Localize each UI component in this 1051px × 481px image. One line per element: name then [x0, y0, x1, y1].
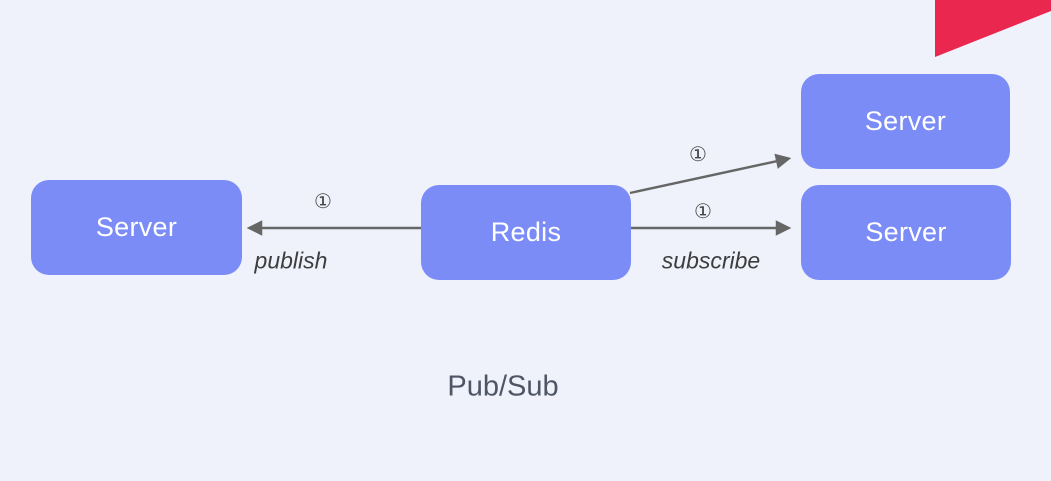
node-server-bottom-right: Server	[801, 185, 1011, 280]
corner-accent-triangle-icon	[935, 0, 1051, 57]
node-redis-label: Redis	[490, 217, 562, 247]
edge-subscribe-top-step-badge: ①	[689, 144, 707, 166]
diagram-title: Pub/Sub	[447, 370, 559, 403]
edge-subscribe-bottom-step-badge: ①	[694, 201, 712, 223]
node-server-bottom-right-label: Server	[865, 217, 947, 247]
edge-subscribe-top-arrow	[629, 153, 792, 195]
edge-subscribe-label: subscribe	[661, 247, 761, 274]
node-server-left: Server	[31, 180, 242, 275]
node-redis: Redis	[421, 185, 631, 280]
edge-publish-label: publish	[254, 247, 328, 274]
edge-publish-step-badge: ①	[314, 191, 332, 213]
node-server-top-right: Server	[801, 74, 1010, 169]
node-server-top-right-label: Server	[864, 106, 947, 136]
node-server-left-label: Server	[95, 212, 178, 242]
